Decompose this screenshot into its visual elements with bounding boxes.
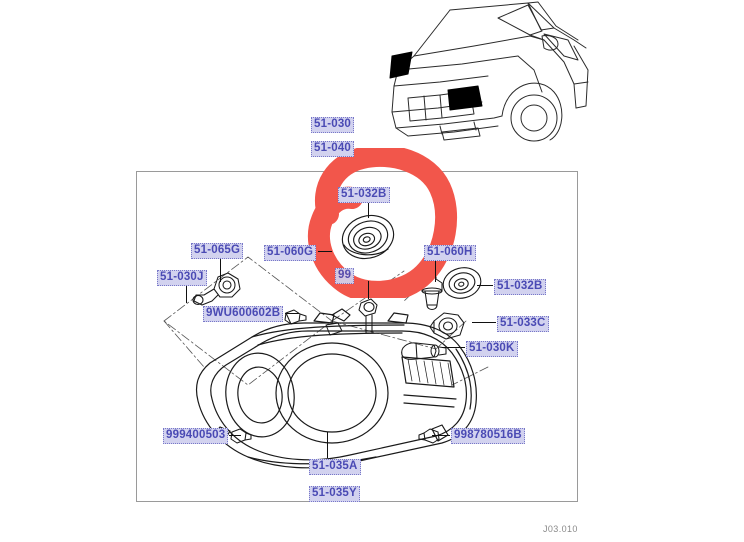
part-callout-51-060G[interactable]: 51-060G xyxy=(264,245,317,261)
part-callout-51-040[interactable]: 51-040 xyxy=(311,141,355,157)
part-callout-9WU600602B[interactable]: 9WU600602B xyxy=(203,306,284,322)
part-callout-51-035A[interactable]: 51-035A xyxy=(309,459,361,475)
part-callout-51-033C[interactable]: 51-033C xyxy=(497,316,549,332)
diagram-frame-border xyxy=(136,171,578,502)
part-callout-51-032B-right[interactable]: 51-032B xyxy=(494,279,546,295)
part-callout-51-030K[interactable]: 51-030K xyxy=(466,341,518,357)
part-callout-51-060H[interactable]: 51-060H xyxy=(424,245,476,261)
part-callout-998780516B[interactable]: 998780516B xyxy=(451,428,525,444)
part-callout-51-032B-center[interactable]: 51-032B xyxy=(338,187,390,203)
vehicle-thumbnail-illustration xyxy=(389,1,589,142)
part-callout-obscured[interactable]: 99 xyxy=(335,268,355,284)
diagram-id-label: J03.010 xyxy=(543,524,578,534)
part-callout-51-030[interactable]: 51-030 xyxy=(311,117,355,133)
part-callout-999400503[interactable]: 999400503 xyxy=(163,428,229,444)
part-callout-51-030J[interactable]: 51-030J xyxy=(157,270,207,286)
part-callout-51-035Y[interactable]: 51-035Y xyxy=(309,486,360,502)
part-callout-51-065G[interactable]: 51-065G xyxy=(191,243,244,259)
